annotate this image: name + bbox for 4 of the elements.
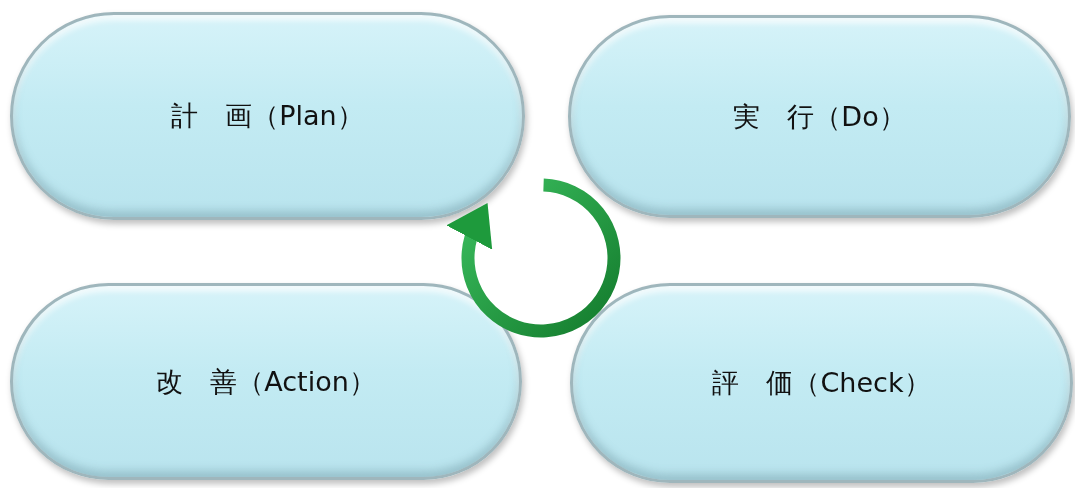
stage-label: 改 善（Action） [156,364,376,399]
stage-label: 評 価（Check） [712,366,931,400]
stage-label: 実 行（Do） [733,99,906,134]
stage-label: 計 画（Plan） [171,99,364,133]
